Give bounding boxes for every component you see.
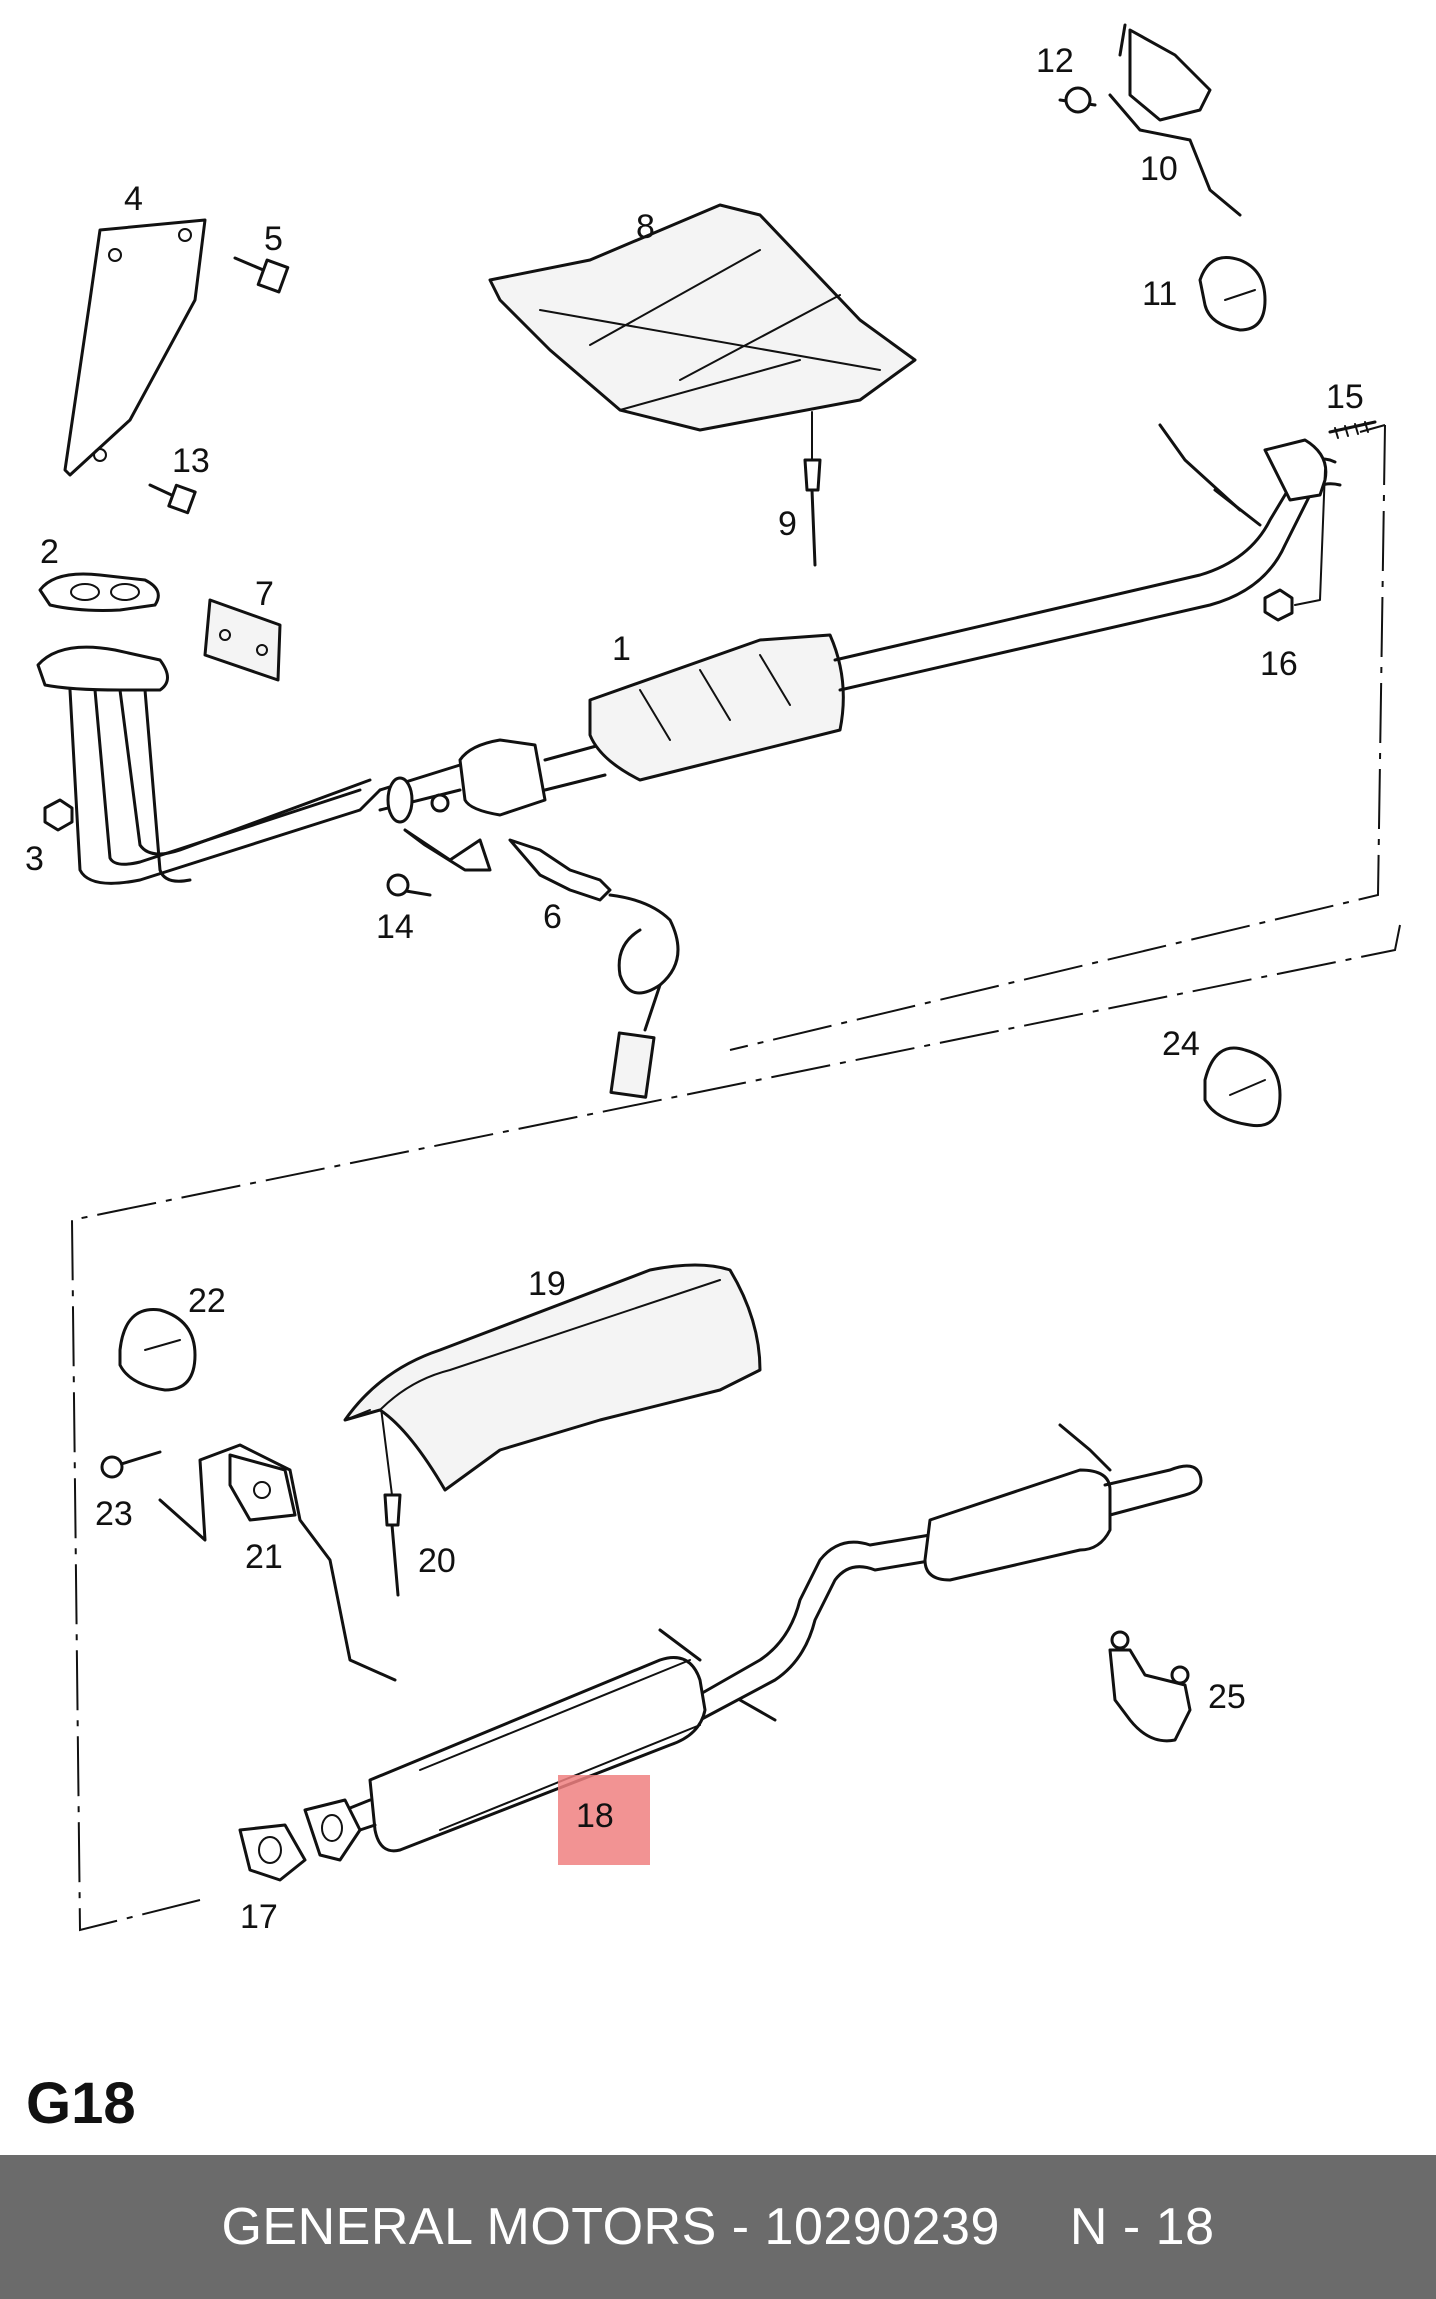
callout-24[interactable]: 24 [1162, 1025, 1200, 1063]
lower-assembly-frame [70, 924, 1401, 1932]
bracket-part-4 [63, 218, 207, 477]
rubber-mount-part-11 [1198, 256, 1267, 332]
heat-shield-part-8 [488, 203, 917, 432]
exhaust-pipe-with-silencer-part-18 [343, 1423, 1203, 1853]
nut-part-16 [1263, 469, 1326, 622]
footer-dash: - [731, 2198, 750, 2256]
pad-part-7 [203, 598, 282, 682]
bolt-part-14 [386, 873, 432, 897]
rubber-mount-part-22 [118, 1308, 197, 1392]
footer-brand: GENERAL MOTORS [221, 2198, 717, 2256]
callout-11[interactable]: 11 [1142, 275, 1177, 313]
highlight-box-part-18 [558, 1775, 650, 1865]
gasket-part-17 [238, 1798, 362, 1882]
heat-shield-part-19 [343, 1263, 762, 1492]
callout-7[interactable]: 7 [255, 575, 274, 613]
callout-4[interactable]: 4 [124, 180, 143, 218]
callout-21[interactable]: 21 [245, 1538, 283, 1576]
callout-2[interactable]: 2 [40, 533, 59, 571]
callout-17[interactable]: 17 [240, 1898, 278, 1936]
callout-13[interactable]: 13 [172, 442, 210, 480]
callout-8[interactable]: 8 [636, 208, 655, 246]
callout-16[interactable]: 16 [1260, 645, 1298, 683]
bolt-part-5 [233, 256, 290, 294]
stud-part-15 [1328, 420, 1377, 439]
callout-5[interactable]: 5 [264, 220, 283, 258]
callout-15[interactable]: 15 [1326, 378, 1364, 416]
callout-14[interactable]: 14 [376, 908, 414, 946]
rubber-mount-part-24 [1203, 1046, 1282, 1128]
callout-22[interactable]: 22 [188, 1282, 226, 1320]
callout-20[interactable]: 20 [418, 1542, 456, 1580]
callout-12[interactable]: 12 [1036, 42, 1074, 80]
oxygen-sensor-part-6 [508, 838, 680, 1099]
nut-part-3 [43, 798, 74, 832]
clamp-near-part-14 [403, 828, 492, 872]
hanger-part-10 [1108, 23, 1242, 217]
gasket-part-2 [38, 572, 160, 612]
callout-6[interactable]: 6 [543, 898, 562, 936]
page-code: G18 [26, 2071, 136, 2136]
bolt-part-12 [1058, 86, 1097, 114]
callout-9[interactable]: 9 [778, 505, 797, 543]
footer-position-label: N - 18 [1069, 2198, 1215, 2256]
bolt-part-13 [148, 483, 197, 515]
bolt-part-23 [100, 1450, 162, 1479]
footer-part-number: 10290239 [764, 2198, 1000, 2256]
callout-3[interactable]: 3 [25, 840, 44, 878]
clamp-part-25 [1108, 1630, 1192, 1743]
rivet-part-9 [803, 458, 822, 567]
callout-18[interactable]: 18 [576, 1797, 614, 1835]
footer-bar: GENERAL MOTORS - 10290239 N - 18 [0, 2155, 1436, 2299]
front-pipe-catalyst-part-1 [36, 423, 1342, 885]
rivet-part-20 [379, 1399, 402, 1597]
hanger-bracket-part-21 [158, 1443, 397, 1682]
callout-25[interactable]: 25 [1208, 1678, 1246, 1716]
upper-assembly-frame [729, 424, 1386, 1051]
callout-labels: 1 2 3 4 5 6 7 8 9 10 11 12 13 14 15 16 1… [25, 42, 1364, 1936]
callout-1[interactable]: 1 [612, 630, 631, 668]
exhaust-system-diagram: 1 2 3 4 5 6 7 8 9 10 11 12 13 14 15 16 1… [25, 23, 1401, 1936]
callout-10[interactable]: 10 [1140, 150, 1178, 188]
callout-19[interactable]: 19 [528, 1265, 566, 1303]
callout-23[interactable]: 23 [95, 1495, 133, 1533]
